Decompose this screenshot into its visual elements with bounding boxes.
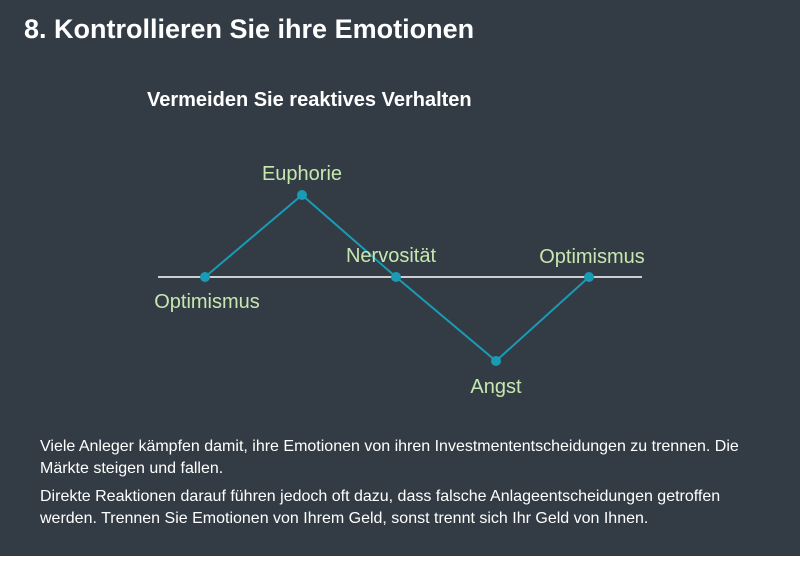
body-paragraph-2: Direkte Reaktionen darauf führen jedoch …	[40, 488, 721, 527]
emotion-cycle-diagram: Optimismus Euphorie Nervosität Angst Opt…	[154, 163, 645, 398]
label-angst: Angst	[470, 376, 522, 398]
label-nervositaet: Nervosität	[346, 245, 436, 267]
slide-subtitle: Vermeiden Sie reaktives Verhalten	[147, 89, 472, 111]
node-euphorie	[297, 190, 307, 200]
body-text: Viele Anleger kämpfen damit, ihre Emotio…	[40, 436, 780, 536]
node-optimismus-start	[200, 272, 210, 282]
node-nervositaet	[391, 272, 401, 282]
body-paragraph-1: Viele Anleger kämpfen damit, ihre Emotio…	[40, 438, 739, 477]
node-angst	[491, 356, 501, 366]
node-optimismus-end	[584, 272, 594, 282]
slide-title: 8. Kontrollieren Sie ihre Emotionen	[24, 14, 475, 44]
label-optimismus-end: Optimismus	[539, 246, 645, 268]
label-euphorie: Euphorie	[262, 163, 342, 185]
label-optimismus-start: Optimismus	[154, 291, 260, 313]
